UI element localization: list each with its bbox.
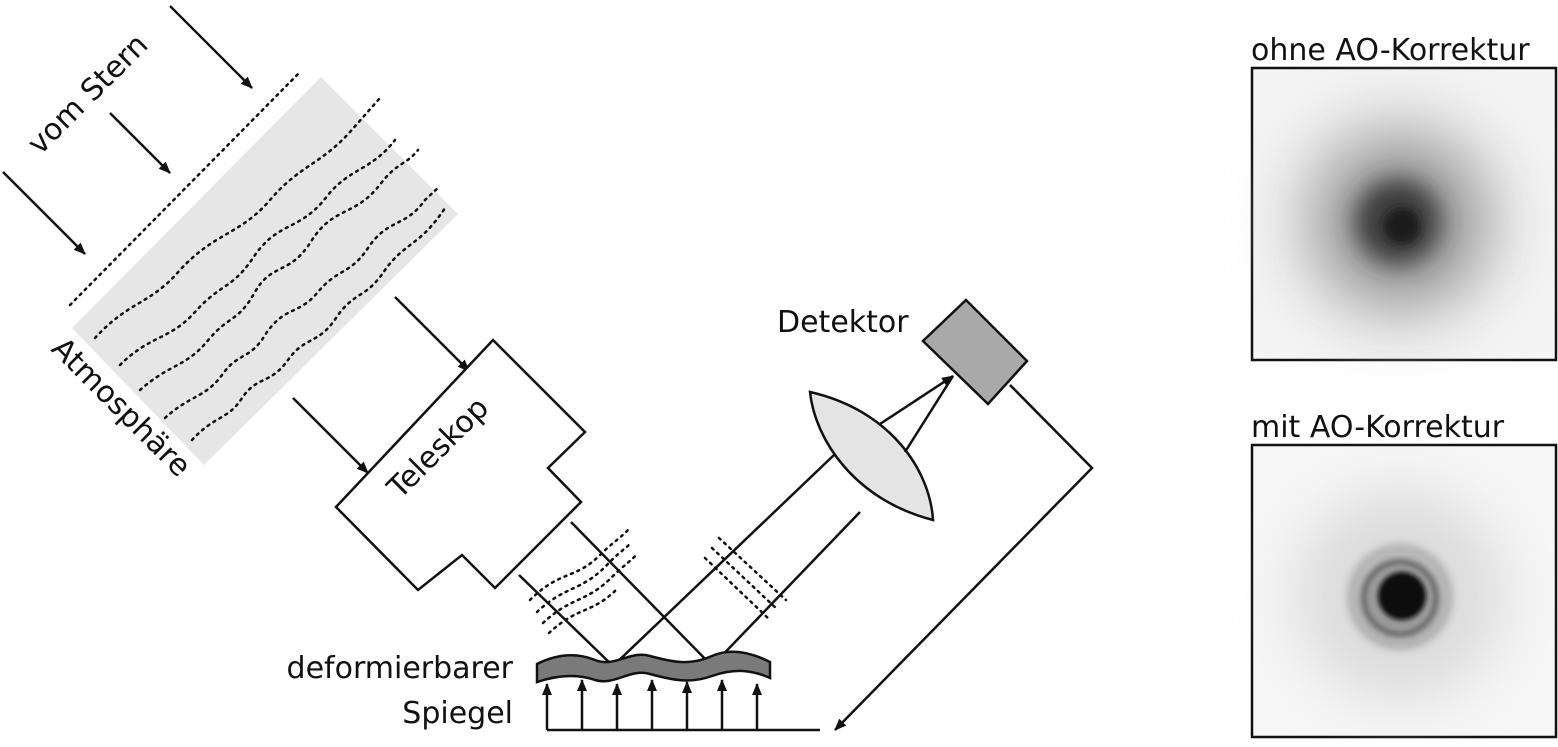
- lens: [808, 390, 935, 522]
- corrected-wavefront-marks: [703, 536, 788, 622]
- incoming-light-arrows: [2, 5, 253, 255]
- psf-uncorrected-blob: [1283, 105, 1513, 335]
- telescope-input-arrows: [292, 296, 470, 474]
- star-label: vom Stern: [21, 27, 155, 161]
- telescope-to-mirror-beam: [518, 521, 713, 667]
- atmosphere-slab: [72, 77, 458, 465]
- mirror-label-line2: Spiegel: [402, 696, 513, 731]
- mirror-surface: [535, 650, 772, 684]
- wavefront-lines: [68, 70, 447, 442]
- distorted-wavefront-marks: [528, 528, 640, 635]
- mirror-to-lens-beam: [612, 454, 861, 667]
- atmosphere-layer: [68, 70, 458, 465]
- panel-without-ao-title: ohne AO-Korrektur: [1251, 33, 1530, 68]
- panel-with-ao: mit AO-Korrektur: [1250, 410, 1558, 739]
- panel-without-ao: ohne AO-Korrektur: [1250, 33, 1558, 362]
- mirror-actuators: [542, 679, 820, 732]
- panel-with-ao-title: mit AO-Korrektur: [1251, 410, 1505, 445]
- detector: [921, 298, 1029, 406]
- deformable-mirror: [535, 650, 820, 732]
- lens-to-detector-beam: [879, 374, 955, 453]
- mirror-label-line1: deformierbarer: [287, 651, 514, 686]
- feedback-line: [834, 384, 1094, 731]
- psf-corrected-spot: [1295, 490, 1505, 700]
- detector-label: Detektor: [777, 305, 909, 340]
- telescope-body: [334, 338, 587, 592]
